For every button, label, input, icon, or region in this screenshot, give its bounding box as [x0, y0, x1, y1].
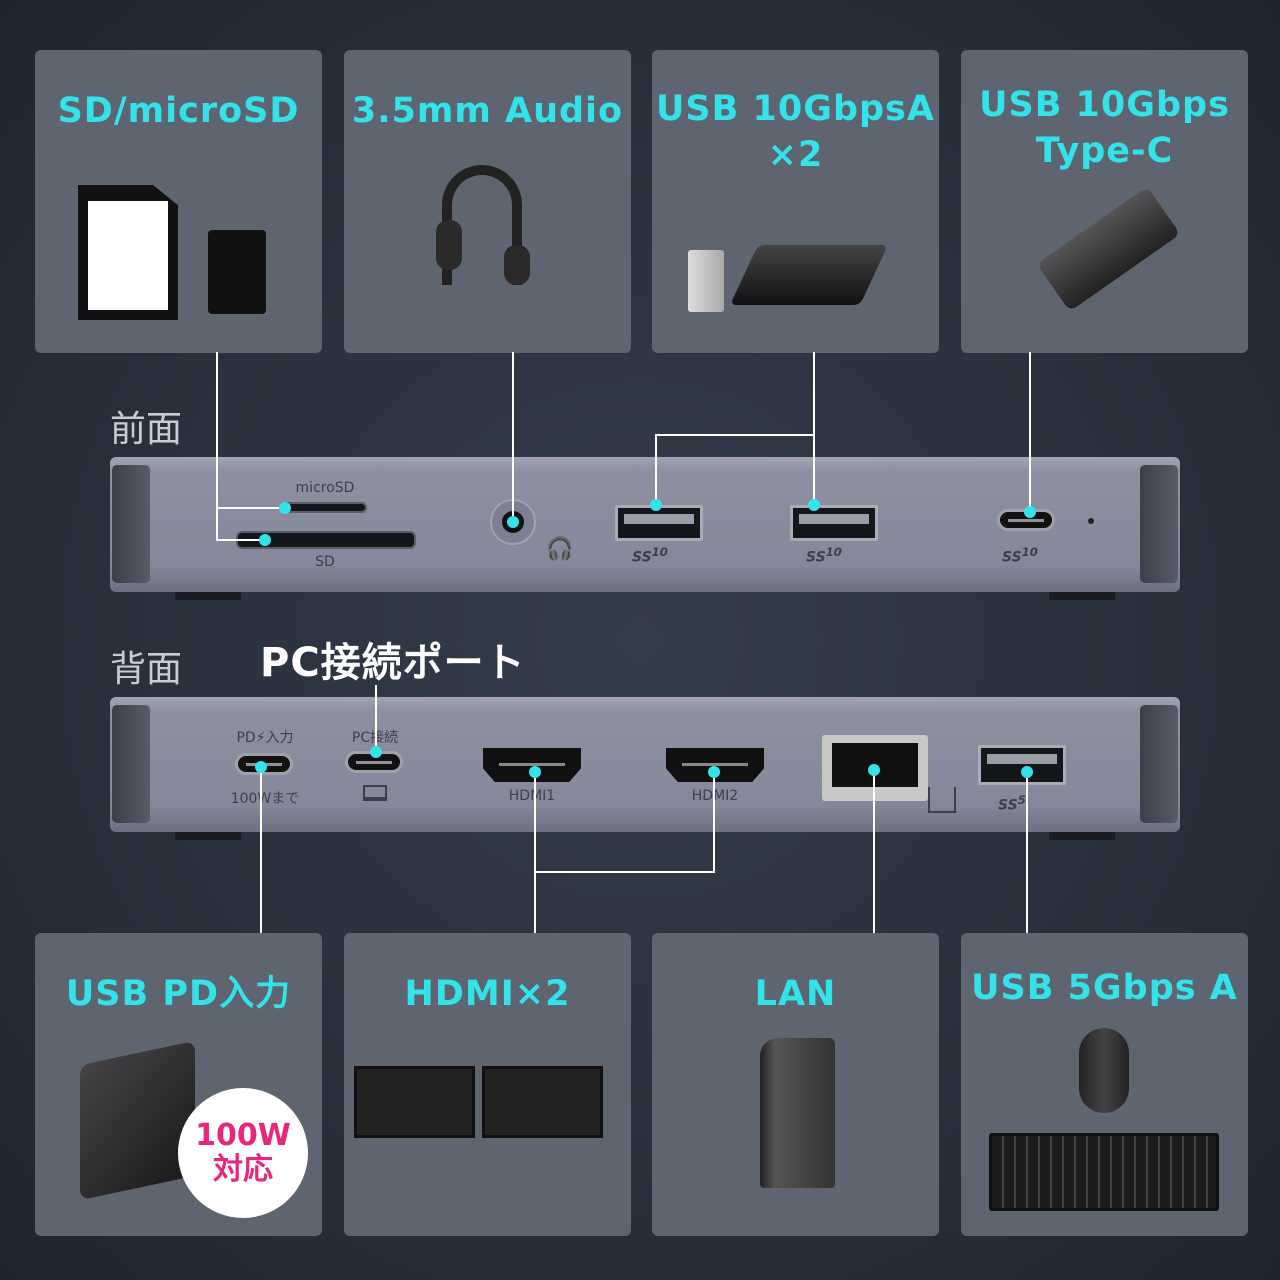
- mouse-image: [1079, 1028, 1129, 1113]
- back-label: 背面: [110, 649, 183, 690]
- panel-title: USB 10Gbps Type-C: [979, 85, 1230, 171]
- panel-title: 3.5mm Audio: [351, 91, 624, 131]
- status-led: [1088, 518, 1094, 524]
- superspeed-logo: SS: [1002, 549, 1022, 566]
- pc-port-title: PC接続ポート: [260, 640, 526, 686]
- pd-note: 100Wまで: [230, 791, 300, 807]
- front-label: 前面: [110, 409, 183, 450]
- usb-a-5gbps-port[interactable]: [978, 745, 1066, 785]
- 100w-badge: 100W 対応: [178, 1088, 308, 1218]
- panel-title: USB 5Gbps A: [971, 968, 1238, 1008]
- pd-input-label: PD⚡入力: [236, 730, 294, 746]
- panel-usb10c: USB 10Gbps Type-C: [961, 50, 1248, 353]
- router-image: [760, 1038, 835, 1188]
- hdmi-port-1[interactable]: [483, 748, 581, 782]
- panel-title: HDMI×2: [404, 974, 571, 1014]
- panel-lan: LAN: [652, 933, 939, 1236]
- superspeed-logo: SS: [998, 797, 1018, 814]
- superspeed-logo: SS: [632, 549, 652, 566]
- hub-back: PD⚡入力 100Wまで PC接続 HDMI1 HDMI2 SS5: [110, 697, 1180, 840]
- panel-title: SD/microSD: [57, 91, 300, 131]
- microsd-label: microSD: [295, 480, 355, 496]
- laptop-icon: [363, 785, 387, 801]
- sdxc-card-image: [78, 185, 178, 320]
- panel-title: USB PD入力: [65, 974, 292, 1014]
- speed-label: 10: [1021, 545, 1038, 559]
- panel-sd: SD/microSD: [35, 50, 322, 353]
- usb-a-port-2[interactable]: [790, 505, 878, 541]
- speed-label: 10: [825, 545, 842, 559]
- panel-title: LAN: [754, 974, 837, 1014]
- speed-label: 5: [1017, 793, 1026, 807]
- hdmi1-label: HDMI1: [508, 788, 556, 804]
- panel-usb5a: USB 5Gbps A: [961, 933, 1248, 1236]
- panel-usb10a: USB 10GbpsA ×2: [652, 50, 939, 353]
- ac-adapter-image: [80, 1040, 195, 1201]
- usb-a-port-1[interactable]: [615, 505, 703, 541]
- monitor-image: [354, 1066, 475, 1138]
- pc-usb-c-port[interactable]: [345, 751, 403, 773]
- monitor-image: [482, 1066, 603, 1138]
- microsdxc-card-image: [208, 230, 266, 314]
- hub-front: microSD SD 🎧 SS10 SS10 SS10: [110, 457, 1180, 600]
- panel-audio: 3.5mm Audio: [344, 50, 631, 353]
- headphones-icon: 🎧: [546, 537, 574, 562]
- superspeed-logo: SS: [806, 549, 826, 566]
- panel-hdmi: HDMI×2: [344, 933, 631, 1236]
- sd-label: SD: [315, 554, 335, 570]
- speed-label: 10: [651, 545, 668, 559]
- keyboard-image: [989, 1133, 1219, 1211]
- usb-stick-image: [688, 250, 724, 312]
- network-icon: [928, 787, 956, 813]
- panel-title: USB 10GbpsA ×2: [656, 89, 935, 175]
